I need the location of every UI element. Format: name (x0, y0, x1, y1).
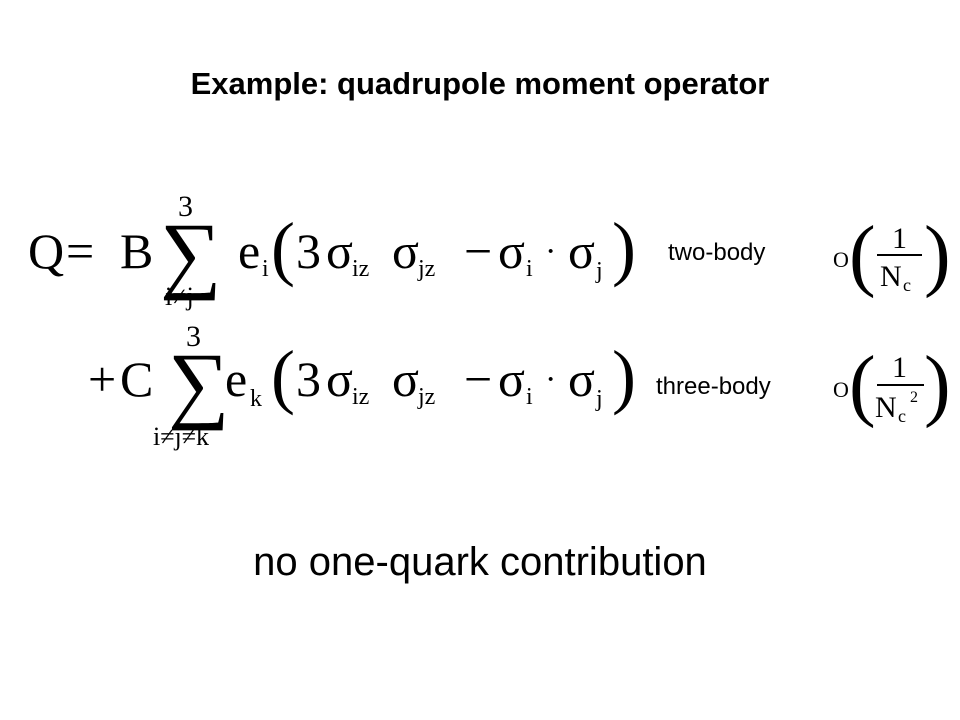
order-denominator-subscript: c (903, 275, 911, 295)
sigma-4-subscript: j (595, 386, 603, 412)
order-denominator-superscript: 2 (910, 389, 918, 406)
lhs-Q: Q (28, 223, 64, 279)
sigma-3: σ (498, 223, 525, 279)
equation-row-two-body: Q = B 3 ∑ i≠j e i ( 3 σ iz σ jz − σ i · … (28, 190, 951, 311)
sigma-2: σ (392, 223, 419, 279)
order-denominator: N (875, 391, 897, 424)
right-paren: ) (612, 336, 636, 416)
charge-subscript: k (250, 386, 262, 412)
order-denominator: N (880, 260, 902, 293)
factor-three: 3 (296, 351, 321, 407)
sigma-1-subscript: iz (352, 384, 369, 410)
slide-title: Example: quadrupole moment operator (190, 66, 770, 101)
equation-row-three-body: + C 3 ∑ i≠j≠k e k ( 3 σ iz σ jz − σ i · … (88, 320, 951, 451)
dot-product: · (545, 233, 556, 270)
sigma-1-subscript: iz (352, 256, 369, 282)
minus-sign: − (464, 351, 492, 407)
sigma-4: σ (568, 223, 595, 279)
footer-statement: no one-quark contribution (253, 540, 707, 584)
charge-e: e (225, 351, 247, 407)
order-symbol: O (833, 247, 849, 272)
plus-sign: + (88, 351, 116, 407)
sum-lower-limit: i≠j (165, 282, 194, 311)
sigma-4-subscript: j (595, 258, 603, 284)
sigma-1: σ (326, 351, 353, 407)
charge-subscript: i (262, 256, 269, 282)
order-numerator: 1 (892, 351, 907, 384)
sigma-2-subscript: jz (417, 384, 435, 410)
equals-sign: = (66, 223, 94, 279)
summation-sign: ∑ (168, 335, 229, 431)
sigma-3: σ (498, 351, 525, 407)
factor-three: 3 (296, 223, 321, 279)
sigma-2-subscript: jz (417, 256, 435, 282)
sigma-3-subscript: i (526, 256, 533, 282)
order-symbol: O (833, 377, 849, 402)
sum-lower-limit: i≠j≠k (153, 422, 209, 451)
order-left-paren: ( (849, 211, 876, 299)
label-three-body: three-body (656, 373, 771, 400)
summation-sign: ∑ (160, 205, 221, 301)
sum-upper-limit: 3 (178, 190, 193, 223)
order-numerator: 1 (892, 222, 907, 255)
order-left-paren: ( (849, 341, 876, 429)
coefficient-C: C (120, 351, 153, 407)
sigma-1: σ (326, 223, 353, 279)
left-paren: ( (271, 208, 295, 288)
coefficient-B: B (120, 223, 153, 279)
dot-product: · (545, 361, 556, 398)
sigma-2: σ (392, 351, 419, 407)
right-paren: ) (612, 208, 636, 288)
order-denominator-subscript: c (898, 406, 906, 426)
order-right-paren: ) (924, 341, 951, 429)
minus-sign: − (464, 223, 492, 279)
charge-e: e (238, 223, 260, 279)
left-paren: ( (271, 336, 295, 416)
sigma-4: σ (568, 351, 595, 407)
sigma-3-subscript: i (526, 384, 533, 410)
sum-upper-limit: 3 (186, 320, 201, 353)
order-right-paren: ) (924, 211, 951, 299)
label-two-body: two-body (668, 239, 765, 266)
